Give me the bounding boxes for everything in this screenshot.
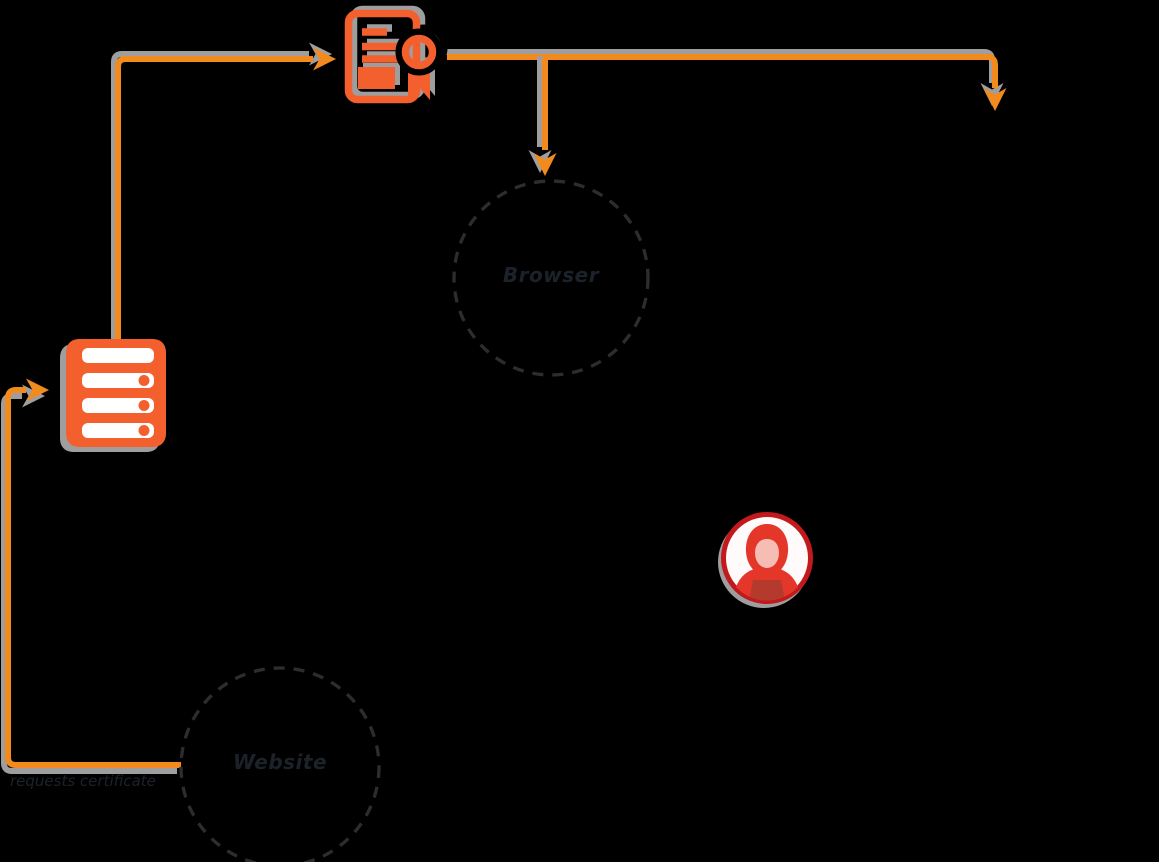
edge-label-website-to-server: requests certificate — [10, 772, 156, 790]
server-rack-icon — [60, 339, 166, 452]
arrow-shadow-certificate-to-right — [444, 49, 1004, 106]
arrow-server-to-certificate — [115, 47, 336, 345]
arrow-website-to-server — [5, 378, 181, 768]
website-circle-label: Website — [232, 750, 328, 774]
arrow-certificate-to-browser — [533, 59, 557, 176]
arrow-certificate-to-right — [447, 54, 1007, 111]
browser-circle-label: Browser — [502, 263, 600, 287]
browser-circle — [452, 179, 650, 377]
arrow-shadow-server-to-certificate — [111, 42, 332, 340]
arrow-shadow-certificate-to-browser — [528, 56, 552, 173]
certificate-icon — [349, 10, 445, 101]
hacker-icon — [718, 512, 813, 608]
website-circle — [179, 666, 381, 862]
